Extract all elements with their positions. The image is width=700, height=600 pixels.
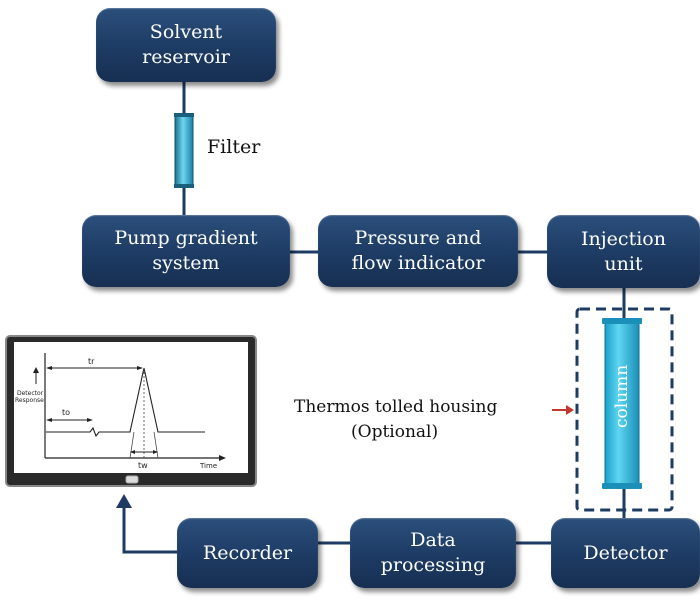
pump-gradient-system-box[interactable]: Pump gradient system <box>82 215 290 287</box>
thermo-housing-label-1: Thermos tolled housing <box>294 397 498 417</box>
to-label: to <box>62 408 70 417</box>
detector-box[interactable]: Detector <box>551 518 700 588</box>
solvent-reservoir-box[interactable]: Solvent reservoir <box>96 8 276 82</box>
tr-label: tr <box>88 357 95 366</box>
arrowhead-up <box>116 494 132 508</box>
injection-unit-box[interactable]: Injection unit <box>547 215 700 288</box>
recorder-box[interactable]: Recorder <box>177 518 318 588</box>
x-axis-label: Time <box>199 462 217 470</box>
thermo-housing-label-2: (Optional) <box>351 422 439 442</box>
y-axis-label-1: Detector <box>17 390 44 397</box>
pressure-flow-indicator-box[interactable]: Pressure and flow indicator <box>318 215 518 287</box>
column-label: column <box>612 364 632 428</box>
chromatogram: Detector Response Time tr to tw <box>15 353 226 470</box>
y-axis-label-2: Response <box>15 397 44 404</box>
tw-label: tw <box>138 461 148 470</box>
chromatogram-trace <box>46 367 205 438</box>
line-recorder-monitor <box>122 505 177 554</box>
monitor <box>5 335 257 487</box>
filter-label: Filter <box>207 136 261 158</box>
thermo-housing-border <box>575 307 674 512</box>
data-processing-box[interactable]: Data processing <box>350 518 516 588</box>
filter-tube <box>174 114 194 187</box>
